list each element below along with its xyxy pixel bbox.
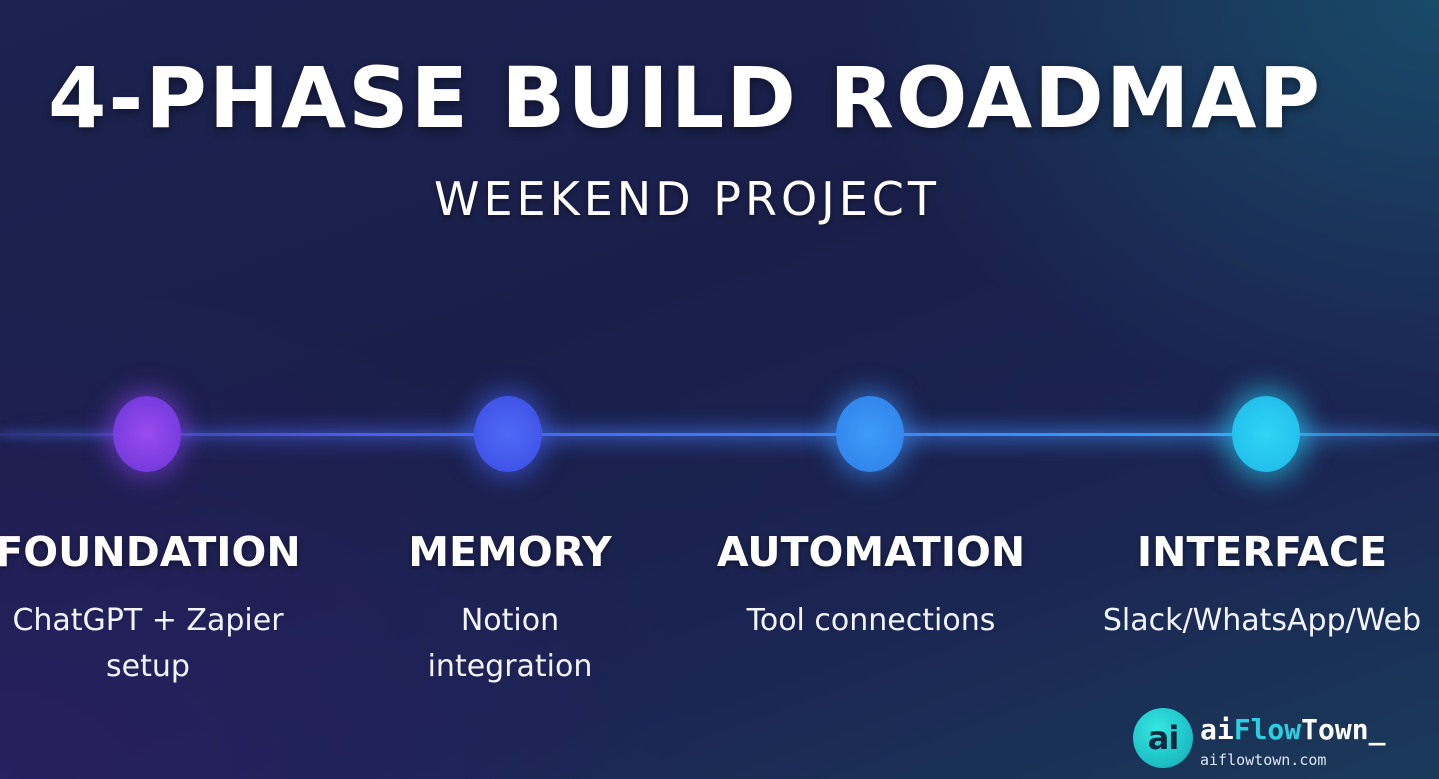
phase-node-interface — [1232, 396, 1300, 472]
phase-desc-line: setup — [106, 649, 190, 684]
phase-title-automation: AUTOMATION — [716, 528, 1026, 576]
phase-node-foundation — [113, 396, 181, 472]
phase-node-automation — [836, 396, 904, 472]
brand-name-flow: Flow — [1233, 713, 1302, 746]
brand-name-town: Town_ — [1301, 713, 1386, 746]
phase-desc-interface: Slack/WhatsApp/Web — [1092, 598, 1432, 644]
timeline-line — [0, 433, 1439, 436]
brand-name-ai: ai — [1200, 713, 1234, 746]
phase-title-interface: INTERFACE — [1136, 528, 1388, 576]
phase-desc-line: Notion — [460, 603, 560, 638]
phase-desc-automation: Tool connections — [701, 598, 1041, 644]
phase-desc-line: Tool connections — [746, 603, 996, 638]
brand-name: aiFlowTown_ — [1200, 716, 1385, 744]
phase-desc-line: ChatGPT + Zapier — [12, 603, 284, 638]
roadmap-subtitle: WEEKEND PROJECT — [433, 172, 941, 226]
phase-node-memory — [474, 396, 542, 472]
phase-title-foundation: FOUNDATION — [0, 528, 301, 576]
phase-desc-line: integration — [427, 649, 593, 684]
phase-desc-line: Slack/WhatsApp/Web — [1102, 603, 1422, 638]
phase-title-memory: MEMORY — [408, 528, 612, 576]
brand-logo-badge: ai — [1133, 708, 1193, 768]
phase-desc-memory: Notion integration — [340, 598, 680, 690]
brand-url: aiflowtown.com — [1200, 751, 1327, 769]
phase-desc-foundation: ChatGPT + Zapier setup — [0, 598, 318, 690]
roadmap-title: 4-PHASE BUILD ROADMAP — [47, 49, 1323, 147]
